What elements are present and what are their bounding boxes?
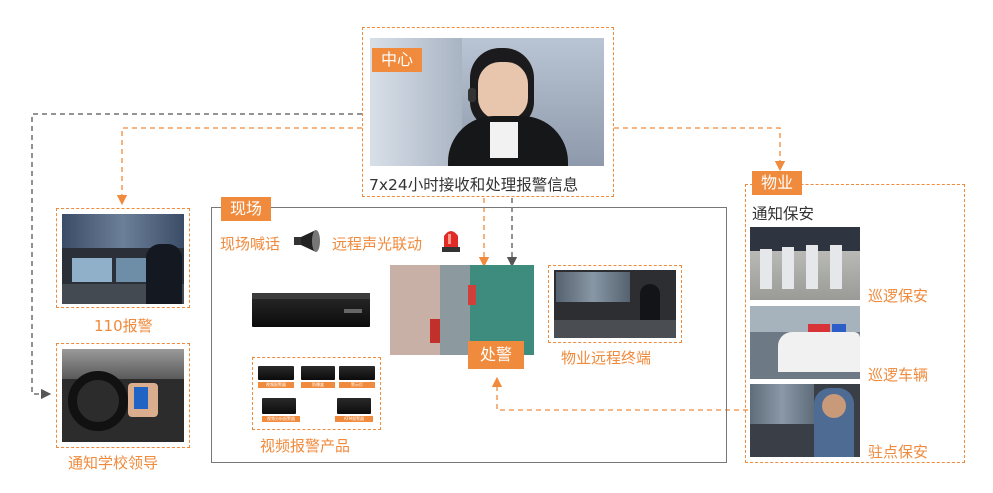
loudspeaker-icon	[294, 230, 320, 252]
property-item-1: 巡逻保安	[868, 287, 929, 305]
dispatch-tag: 处警	[468, 341, 525, 369]
product-device-4	[262, 398, 296, 414]
scene-tag: 现场	[221, 197, 272, 221]
scene-box	[211, 207, 727, 463]
line-center-to-school	[31, 113, 362, 400]
product-tag-3: 警示灯	[339, 382, 375, 388]
product-device-1	[258, 366, 294, 380]
property-item-3: 驻点保安	[868, 443, 929, 461]
alarm-110-photo	[62, 214, 184, 304]
alarm-110-label: 110报警	[94, 317, 153, 335]
notify-school-box	[56, 343, 190, 448]
alarm-110-box	[56, 208, 190, 308]
product-device-2	[301, 366, 335, 380]
shout-label: 现场喊话	[220, 235, 281, 253]
notify-school-photo	[62, 349, 184, 442]
product-tag-4: 视频分析报警器	[262, 416, 300, 422]
warning-light-icon	[442, 231, 460, 252]
linkage-label: 远程声光联动	[332, 235, 423, 253]
center-box	[362, 27, 614, 197]
product-device-5	[337, 398, 371, 414]
line-center-to-110	[116, 127, 362, 206]
product-tag-1: 视频报警器	[258, 382, 294, 388]
property-notify-label: 通知保安	[752, 205, 815, 223]
patrol-guard-photo	[750, 227, 860, 300]
nvr-device	[252, 293, 370, 327]
products-label: 视频报警产品	[260, 437, 351, 455]
product-device-3	[339, 366, 375, 380]
product-tag-2: 防爆盒	[301, 382, 335, 388]
property-item-2: 巡逻车辆	[868, 366, 929, 384]
center-caption: 7x24小时接收和处理报警信息	[369, 176, 579, 194]
products-box	[252, 357, 381, 430]
product-tag-5: ATM报警器	[335, 416, 373, 422]
line-center-to-property	[614, 127, 786, 172]
patrol-vehicle-photo	[750, 306, 860, 379]
notify-school-label: 通知学校领导	[68, 454, 159, 472]
terminal-label: 物业远程终端	[561, 349, 652, 367]
property-tag: 物业	[752, 171, 803, 195]
center-tag: 中心	[372, 48, 423, 72]
line-property-to-dispatch	[491, 376, 748, 411]
property-box	[745, 184, 965, 463]
terminal-box	[548, 265, 682, 343]
scene-photo	[390, 265, 534, 355]
stationed-guard-photo	[750, 384, 860, 457]
terminal-photo	[554, 270, 676, 338]
